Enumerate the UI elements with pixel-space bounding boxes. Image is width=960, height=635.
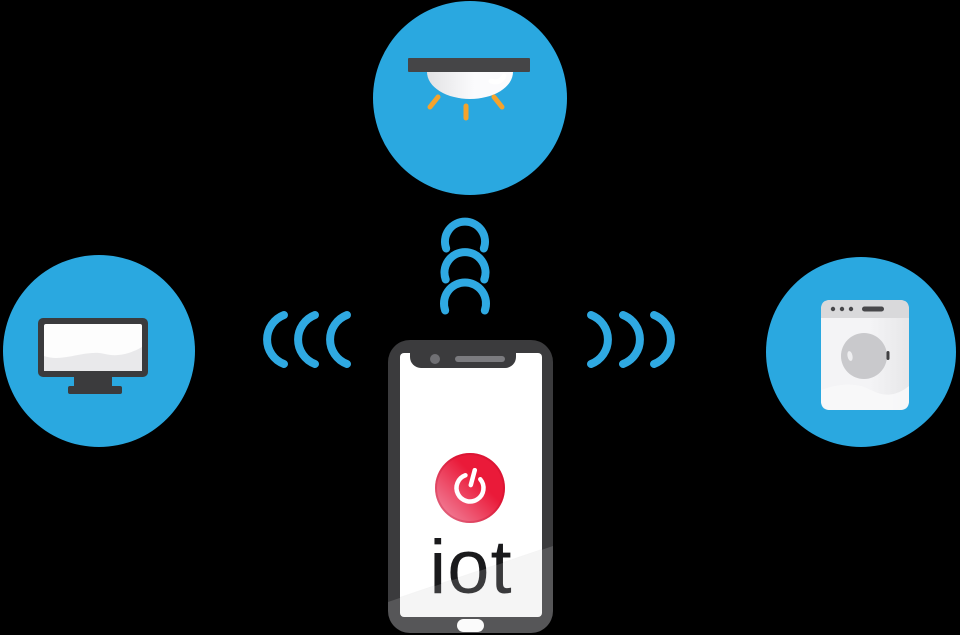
device-circle-light bbox=[373, 1, 567, 195]
signal-waves-left-icon bbox=[263, 311, 353, 371]
speaker-grille bbox=[455, 356, 505, 362]
camera-dot bbox=[430, 354, 440, 364]
smartphone: iot bbox=[388, 340, 553, 633]
power-button bbox=[435, 453, 505, 523]
device-circle-monitor bbox=[3, 255, 195, 447]
ceiling-light-icon bbox=[408, 58, 530, 121]
phone-notch bbox=[410, 353, 516, 368]
washing-machine-icon bbox=[821, 300, 909, 410]
phone-screen: iot bbox=[400, 353, 542, 617]
signal-waves-right-icon bbox=[585, 311, 675, 371]
power-icon bbox=[454, 468, 486, 504]
device-circle-washer bbox=[766, 257, 956, 447]
monitor-icon bbox=[38, 318, 148, 394]
signal-waves-up-icon bbox=[437, 217, 493, 321]
iot-label: iot bbox=[429, 525, 513, 610]
home-button bbox=[457, 619, 484, 632]
